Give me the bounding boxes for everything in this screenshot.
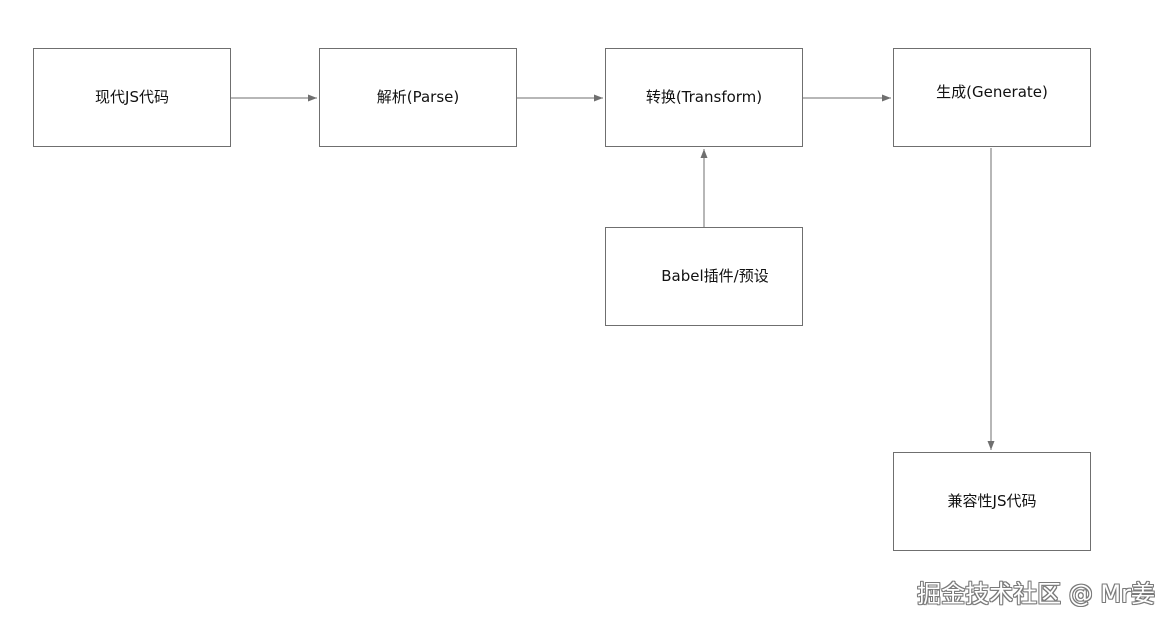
node-label: 生成(Generate) <box>936 83 1048 101</box>
node-transform: 转换(Transform) <box>605 48 803 147</box>
node-label: 解析(Parse) <box>376 88 460 106</box>
node-label: 兼容性JS代码 <box>947 492 1037 510</box>
node-modern-js-code: 现代JS代码 <box>33 48 231 147</box>
node-label: 现代JS代码 <box>95 88 169 106</box>
node-generate: 生成(Generate) <box>893 48 1091 147</box>
node-parse: 解析(Parse) <box>319 48 517 147</box>
node-babel-plugins: Babel插件/预设 <box>605 227 803 326</box>
node-compatible-js-code: 兼容性JS代码 <box>893 452 1091 551</box>
node-label: Babel插件/预设 <box>661 267 769 285</box>
node-label: 转换(Transform) <box>645 88 763 106</box>
watermark: 掘金技术社区 @ Mr姜 <box>917 580 1155 608</box>
